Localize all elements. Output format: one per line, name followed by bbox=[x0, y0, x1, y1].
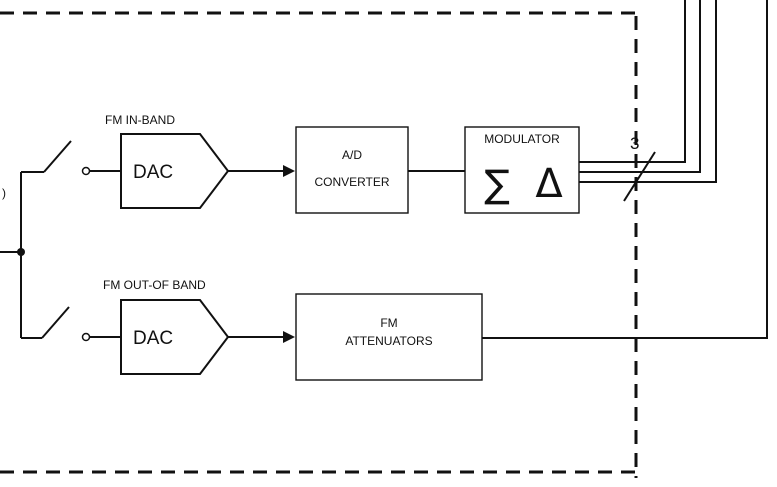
attenuator-output-wire bbox=[482, 0, 768, 339]
dac-top-shape bbox=[120, 133, 230, 209]
modulator-label: MODULATOR bbox=[484, 132, 560, 146]
sigma-symbol: ∑ bbox=[484, 162, 510, 206]
fm-att-label-line1: FM bbox=[380, 316, 397, 330]
bus-width-label: 3 bbox=[630, 134, 639, 153]
top-switch-contact bbox=[81, 166, 91, 176]
fm-out-of-band-label: FM OUT-OF BAND bbox=[103, 278, 206, 292]
ad-label-line1: A/D bbox=[342, 148, 362, 162]
dac-bottom-shape bbox=[120, 299, 230, 375]
mod-output-wire-3 bbox=[579, 0, 717, 183]
top-switch-blade bbox=[43, 140, 72, 173]
bus-slash bbox=[623, 151, 656, 202]
bottom-switch-blade bbox=[41, 306, 70, 339]
ad-label-line2: CONVERTER bbox=[314, 175, 389, 189]
dac-bottom-label: DAC bbox=[133, 328, 173, 349]
fm-att-label-line2: ATTENUATORS bbox=[345, 334, 432, 348]
ad-converter-box bbox=[295, 126, 409, 214]
fm-in-band-label: FM IN-BAND bbox=[105, 113, 175, 127]
delta-symbol: Δ bbox=[535, 161, 563, 207]
arrow-to-attenuators bbox=[283, 331, 295, 343]
arrow-to-ad bbox=[283, 165, 295, 177]
dac-top-label: DAC bbox=[133, 162, 173, 183]
bottom-switch-contact bbox=[81, 332, 91, 342]
cut-off-glyph: ) bbox=[2, 186, 6, 200]
modulator-box bbox=[464, 126, 580, 214]
mod-output-wire-2 bbox=[579, 0, 701, 173]
mod-output-wire-1 bbox=[579, 0, 686, 163]
